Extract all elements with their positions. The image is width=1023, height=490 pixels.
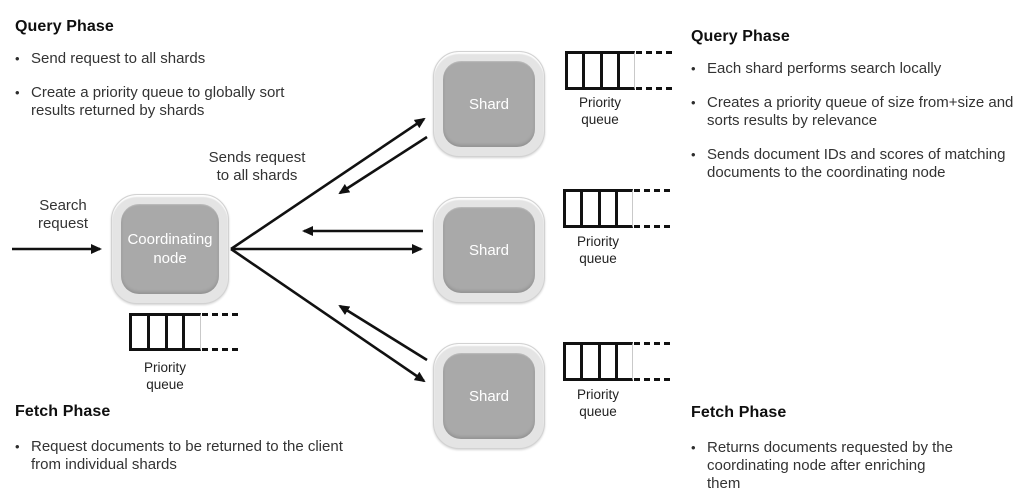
bullet-text: Send request to all shards xyxy=(31,50,206,67)
coordinating-node: Coordinating node xyxy=(111,194,229,304)
bullet-marker: • xyxy=(691,95,696,110)
queue-dash-icon xyxy=(202,313,238,316)
shard-node-top: Shard xyxy=(433,51,545,157)
priority-queue-label: Priority queue xyxy=(578,95,621,127)
bullet-marker: • xyxy=(15,85,20,100)
bullet-item: • Send request to all shards xyxy=(15,50,325,68)
shard-node-bottom: Shard xyxy=(433,343,545,449)
queue-cell xyxy=(601,345,618,378)
bullet-text: Returns documents requested by the coord… xyxy=(707,439,953,490)
section-fetch-phase-left: Fetch Phase • Request documents to be re… xyxy=(15,403,360,474)
queue-cell xyxy=(566,345,584,378)
search-request-label: Search request xyxy=(37,197,89,232)
bullet-marker: • xyxy=(15,439,20,454)
section-title: Query Phase xyxy=(15,18,114,35)
bullet-text: Each shard performs search locally xyxy=(707,60,942,77)
bullet-marker: • xyxy=(691,61,696,76)
bullet-item: • Request documents to be returned to th… xyxy=(15,438,360,474)
queue-cell xyxy=(583,345,601,378)
response-arrow-top-shard xyxy=(338,135,428,195)
bullet-text: Sends document IDs and scores of matchin… xyxy=(707,146,1006,181)
bullet-marker: • xyxy=(691,147,696,162)
bullet-item: • Creates a priority queue of size from+… xyxy=(691,94,1017,130)
section-title: Query Phase xyxy=(691,28,790,45)
bullet-item: • Sends document IDs and scores of match… xyxy=(691,146,1017,182)
queue-cell xyxy=(618,192,632,225)
sends-request-label: Sends request to all shards xyxy=(208,149,306,184)
bullet-item: • Create a priority queue to globally so… xyxy=(15,84,325,120)
queue-cell xyxy=(618,345,632,378)
section-title: Fetch Phase xyxy=(15,403,111,420)
shard-node-label: Shard xyxy=(443,207,535,293)
priority-queue-icon-middle xyxy=(563,189,670,228)
queue-dash-icon xyxy=(636,87,672,90)
bullet-text: Request documents to be returned to the … xyxy=(31,438,343,473)
shard-node-label: Shard xyxy=(443,353,535,439)
queue-cell xyxy=(620,54,634,87)
bullet-text: Creates a priority queue of size from+si… xyxy=(707,94,1014,129)
priority-queue-icon-bottom xyxy=(563,342,670,381)
shard-node-label: Shard xyxy=(443,61,535,147)
bullet-marker: • xyxy=(691,440,696,455)
queue-cell xyxy=(568,54,586,87)
queue-cell xyxy=(603,54,620,87)
queue-cell xyxy=(601,192,618,225)
section-title: Fetch Phase xyxy=(691,404,787,421)
bullet-item: • Each shard performs search locally xyxy=(691,60,1017,78)
response-arrow-bottom-shard xyxy=(338,304,428,362)
queue-cell xyxy=(585,54,603,87)
queue-cell xyxy=(168,316,186,348)
queue-dash-icon xyxy=(636,51,672,54)
queue-dash-icon xyxy=(634,225,670,228)
section-query-phase-right: Query Phase • Each shard performs search… xyxy=(691,28,1017,182)
coordinating-node-label: Coordinating node xyxy=(121,204,219,294)
queue-cell xyxy=(583,192,601,225)
queue-cell xyxy=(185,316,200,348)
queue-dash-icon xyxy=(634,378,670,381)
request-arrow-top-shard xyxy=(230,117,426,251)
priority-queue-icon-coordinating xyxy=(129,313,238,351)
section-query-phase-left: Query Phase • Send request to all shards… xyxy=(15,18,325,120)
section-fetch-phase-right: Fetch Phase • Returns documents requeste… xyxy=(691,404,961,490)
priority-queue-label: Priority queue xyxy=(576,234,619,266)
queue-cell xyxy=(150,316,168,348)
request-arrow-bottom-shard xyxy=(230,247,426,383)
shard-node-middle: Shard xyxy=(433,197,545,303)
bullet-text: Create a priority queue to globally sort… xyxy=(31,84,285,119)
queue-dash-icon xyxy=(634,342,670,345)
priority-queue-icon-top xyxy=(565,51,672,90)
queue-dash-icon xyxy=(202,348,238,351)
priority-queue-label: Priority queue xyxy=(143,360,186,392)
priority-queue-label: Priority queue xyxy=(576,387,619,419)
queue-cell xyxy=(132,316,150,348)
bullet-item: • Returns documents requested by the coo… xyxy=(691,439,961,490)
queue-cell xyxy=(566,192,584,225)
bullet-marker: • xyxy=(15,51,20,66)
queue-dash-icon xyxy=(634,189,670,192)
